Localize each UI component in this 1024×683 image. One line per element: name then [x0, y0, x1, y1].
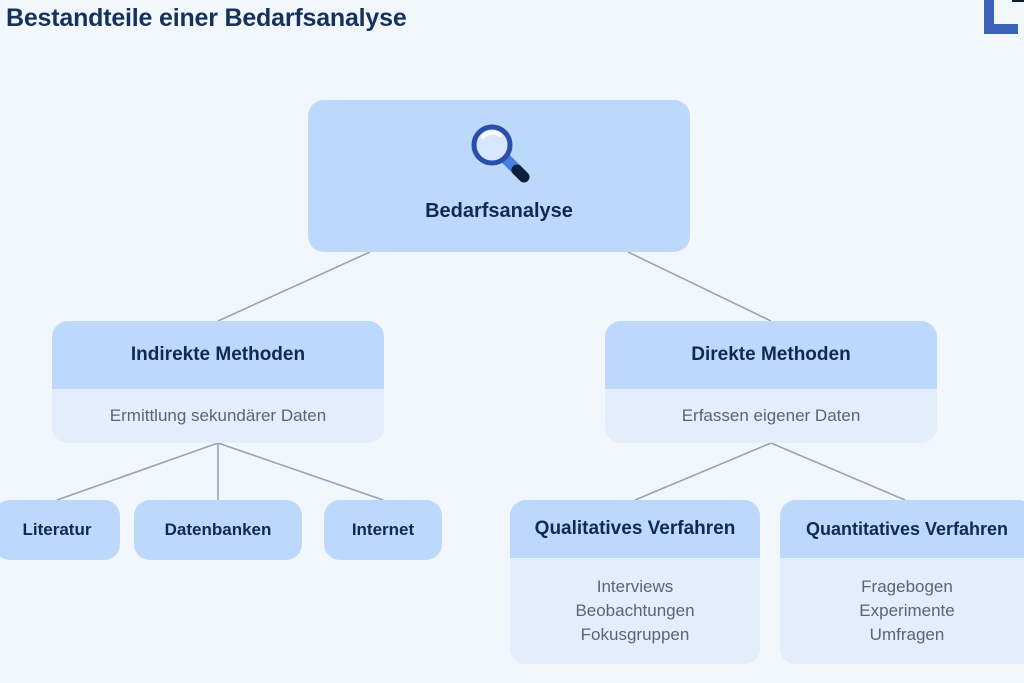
node-indirekte-methoden-body: Ermittlung sekundärer Daten [52, 389, 384, 443]
node-indirekte-methoden[interactable]: Indirekte Methoden Ermittlung sekundärer… [52, 321, 384, 443]
node-indirekte-methoden-header: Indirekte Methoden [52, 321, 384, 389]
node-qualitatives-verfahren-header: Qualitatives Verfahren [510, 500, 760, 558]
node-datenbanken[interactable]: Datenbanken [134, 500, 302, 560]
node-bedarfsanalyse-label: Bedarfsanalyse [425, 200, 573, 222]
node-direkte-methoden-subtitle: Erfassen eigener Daten [681, 405, 861, 425]
connector-root-direkt [627, 251, 772, 322]
connector-direkt-qualitativ [634, 442, 772, 501]
connector-root-indirekt [217, 251, 371, 322]
magnifier-icon [471, 124, 530, 183]
node-quantitatives-verfahren-body: Fragebogen Experimente Umfragen [780, 558, 1024, 664]
node-literatur[interactable]: Literatur [0, 500, 120, 560]
node-direkte-methoden-title: Direkte Methoden [691, 344, 851, 365]
page-title: Bestandteile einer Bedarfsanalyse [6, 4, 407, 32]
list-item: Fokusgruppen [580, 625, 690, 645]
connector-indirekt-literatur [56, 442, 219, 501]
list-item: Umfragen [869, 625, 945, 645]
list-item: Interviews [596, 576, 674, 596]
node-bedarfsanalyse[interactable]: Bedarfsanalyse [308, 100, 690, 252]
brand-logo-icon [984, 0, 1024, 34]
node-direkte-methoden-body: Erfassen eigener Daten [605, 389, 937, 443]
list-item: Beobachtungen [575, 600, 695, 620]
node-quantitatives-verfahren-title: Quantitatives Verfahren [805, 518, 1009, 539]
node-qualitatives-verfahren[interactable]: Qualitatives Verfahren Interviews Beobac… [510, 500, 760, 664]
node-internet-label: Internet [351, 520, 415, 539]
connector-indirekt-internet [217, 442, 384, 501]
connector-direkt-quantitativ [770, 442, 906, 501]
node-internet[interactable]: Internet [324, 500, 442, 560]
node-qualitatives-verfahren-body: Interviews Beobachtungen Fokusgruppen [510, 558, 760, 664]
list-item: Fragebogen [861, 576, 953, 596]
node-qualitatives-verfahren-title: Qualitatives Verfahren [534, 518, 736, 539]
node-literatur-label: Literatur [22, 520, 92, 539]
node-datenbanken-label: Datenbanken [164, 520, 272, 539]
node-indirekte-methoden-title: Indirekte Methoden [130, 344, 306, 365]
node-quantitatives-verfahren-header: Quantitatives Verfahren [780, 500, 1024, 558]
list-item: Experimente [859, 600, 955, 620]
node-indirekte-methoden-subtitle: Ermittlung sekundärer Daten [109, 405, 327, 425]
node-direkte-methoden-header: Direkte Methoden [605, 321, 937, 389]
node-direkte-methoden[interactable]: Direkte Methoden Erfassen eigener Daten [605, 321, 937, 443]
node-quantitatives-verfahren[interactable]: Quantitatives Verfahren Fragebogen Exper… [780, 500, 1024, 664]
